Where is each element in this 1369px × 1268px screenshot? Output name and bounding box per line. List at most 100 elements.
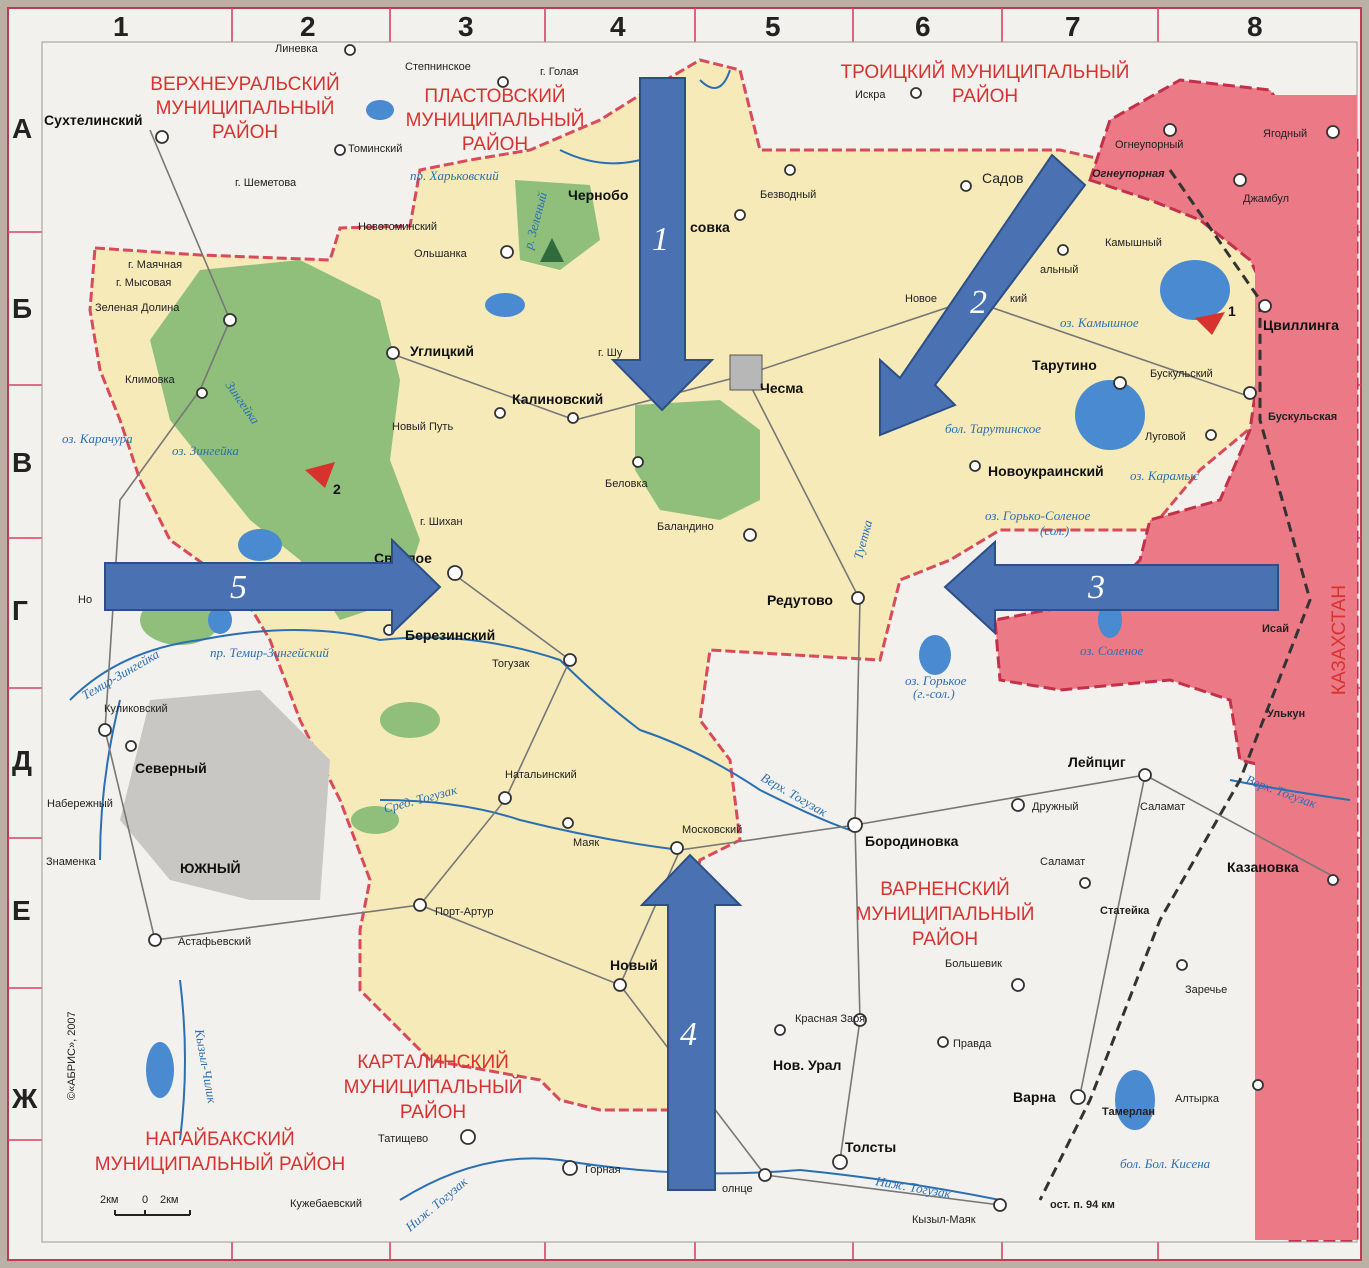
label-salamat-2: Саламат bbox=[1040, 856, 1085, 868]
tree-icon bbox=[540, 238, 564, 262]
region-varnensky-line1: ВАРНЕНСКИЙ bbox=[880, 878, 1010, 900]
label-shikhan: г. Шихан bbox=[420, 516, 463, 528]
label-zelenaya-dolina: Зеленая Долина bbox=[95, 302, 180, 314]
grid-col-7: 7 bbox=[1065, 11, 1081, 42]
label-uglitsky: Углицкий bbox=[410, 343, 474, 359]
region-verkhneuralsky-line3: РАЙОН bbox=[212, 121, 278, 143]
label-naberezhny: Набережный bbox=[47, 798, 113, 810]
label-lugovoy: Луговой bbox=[1145, 431, 1186, 443]
grid-row-b: Б bbox=[12, 293, 32, 324]
label-kamyshnoe: оз. Камышное bbox=[1060, 315, 1139, 330]
label-maychnaya: г. Маячная bbox=[128, 259, 182, 271]
grid-row-a: А bbox=[12, 113, 32, 144]
label-karachura: оз. Карачура bbox=[62, 431, 133, 446]
label-varna: Варна bbox=[1013, 1089, 1056, 1105]
label-stateyka: Статейка bbox=[1100, 905, 1150, 917]
grid-col-8: 8 bbox=[1247, 11, 1263, 42]
label-no: Но bbox=[78, 594, 92, 606]
label-golaya: г. Голая bbox=[540, 66, 578, 78]
label-ost-94: ост. п. 94 км bbox=[1050, 1199, 1115, 1211]
grid-col-1: 1 bbox=[113, 11, 129, 42]
chesma-town-icon bbox=[729, 354, 763, 391]
label-balandino: Баландино bbox=[657, 521, 714, 533]
label-berezinsky: Березинский bbox=[405, 627, 495, 643]
label-moskovsky: Московский bbox=[682, 824, 742, 836]
label-tamerlan: Тамерлан bbox=[1102, 1106, 1155, 1118]
label-gorkoe: оз. Горькое bbox=[905, 673, 967, 688]
label-stepninskoe: Степнинское bbox=[405, 61, 471, 73]
scale-label-zero: 0 bbox=[142, 1194, 148, 1206]
marker-label-2: 2 bbox=[333, 481, 341, 497]
label-borodinovka: Бородиновка bbox=[865, 833, 959, 849]
label-novoukrainsky: Новоукраинский bbox=[988, 463, 1104, 479]
region-plastovsky-line2: МУНИЦИПАЛЬНЫЙ bbox=[406, 109, 585, 131]
grid-row-e: Е bbox=[12, 895, 31, 926]
label-astafyevsky: Астафьевский bbox=[178, 936, 251, 948]
region-troitsky-line1: ТРОИЦКИЙ МУНИЦИПАЛЬНЫЙ bbox=[841, 61, 1130, 83]
lakes bbox=[146, 100, 1230, 1130]
arrow-5 bbox=[104, 537, 442, 636]
copyright-text: ©«АБРИС», 2007 bbox=[66, 1011, 78, 1100]
scale-label-left: 2км bbox=[100, 1194, 119, 1206]
label-ogneuporny: Огнеупорный bbox=[1115, 139, 1183, 151]
arrow-label-2: 2 bbox=[970, 284, 987, 321]
urban-area bbox=[120, 690, 330, 900]
label-shemetova: г. Шеметова bbox=[235, 177, 297, 189]
label-leyptsig: Лейпциг bbox=[1068, 754, 1126, 770]
label-gorko-solenoe: оз. Горько-Соленое bbox=[985, 508, 1091, 523]
label-togyzak: Тогузак bbox=[492, 658, 530, 670]
label-ky: кий bbox=[1010, 293, 1027, 305]
label-tominsky: Томинский bbox=[348, 143, 402, 155]
label-chernobor: Чернобо bbox=[568, 187, 628, 203]
grid-col-6: 6 bbox=[915, 11, 931, 42]
label-port-artur: Порт-Артур bbox=[435, 906, 493, 918]
region-varnensky-line2: МУНИЦИПАЛЬНЫЙ bbox=[856, 903, 1035, 925]
label-salamat: Саламат bbox=[1140, 801, 1185, 813]
label-tatishchevo: Татищево bbox=[378, 1133, 428, 1145]
label-mayak: Маяк bbox=[573, 837, 599, 849]
label-krasnaya-zarya: Красная Заря bbox=[795, 1013, 865, 1025]
label-dzhambul: Джамбул bbox=[1243, 193, 1289, 205]
label-mysovaya: г. Мысовая bbox=[116, 277, 171, 289]
arrow-number-labels: 1 2 3 4 5 bbox=[230, 221, 1105, 1053]
grid-row-d: Д bbox=[12, 745, 32, 776]
label-sadovy: Садов bbox=[982, 170, 1023, 186]
label-belovka: Беловка bbox=[605, 478, 649, 490]
label-kazanovka: Казановка bbox=[1227, 859, 1299, 875]
arrow-3 bbox=[943, 539, 1279, 636]
label-kisena: бол. Бол. Кисена bbox=[1120, 1156, 1211, 1171]
label-sovka: совка bbox=[690, 219, 730, 235]
label-buskulskaya: Бускульская bbox=[1268, 411, 1337, 423]
label-solenoe: оз. Соленое bbox=[1080, 643, 1144, 658]
label-ulkun: Улькун bbox=[1267, 708, 1305, 720]
label-kyzyl-mayak: Кызыл-Маяк bbox=[912, 1214, 976, 1226]
label-iskra: Искра bbox=[855, 89, 886, 101]
label-linevka: Линевка bbox=[275, 43, 318, 55]
grid-row-g: Г bbox=[12, 595, 28, 626]
arrows bbox=[104, 77, 1279, 1191]
region-troitsky-line2: РАЙОН bbox=[952, 85, 1018, 107]
label-temir-zingeysky: пр. Темир-Зингейский bbox=[210, 645, 329, 660]
region-kartalinsky-line1: КАРТАЛИНСКИЙ bbox=[357, 1051, 509, 1073]
label-natalinsky: Натальинский bbox=[505, 769, 577, 781]
label-alny: альный bbox=[1040, 264, 1078, 276]
arrow-label-5: 5 bbox=[230, 569, 247, 606]
label-tarutinskoe: бол. Тарутинское bbox=[945, 421, 1041, 436]
label-tolsty: Толсты bbox=[845, 1139, 896, 1155]
arrow-1 bbox=[610, 77, 715, 412]
label-olshanka: Ольшанка bbox=[414, 248, 468, 260]
label-redutovo: Редутово bbox=[767, 592, 833, 608]
region-nagaybaksky-line1: НАГАЙБАКСКИЙ bbox=[145, 1128, 294, 1150]
marker-triangle-2 bbox=[305, 462, 335, 488]
region-varnensky-line3: РАЙОН bbox=[912, 928, 978, 950]
railway bbox=[1038, 169, 1312, 1201]
label-shu: г. Шу bbox=[598, 347, 623, 359]
label-solntse: олнце bbox=[722, 1183, 753, 1195]
grid-col-2: 2 bbox=[300, 11, 316, 42]
label-novo: Новое bbox=[905, 293, 937, 305]
label-kamyshny: Камышный bbox=[1105, 237, 1162, 249]
arrow-label-1: 1 bbox=[652, 221, 669, 258]
label-druzhny: Дружный bbox=[1032, 801, 1079, 813]
label-kulikovsky: Куликовский bbox=[104, 703, 168, 715]
